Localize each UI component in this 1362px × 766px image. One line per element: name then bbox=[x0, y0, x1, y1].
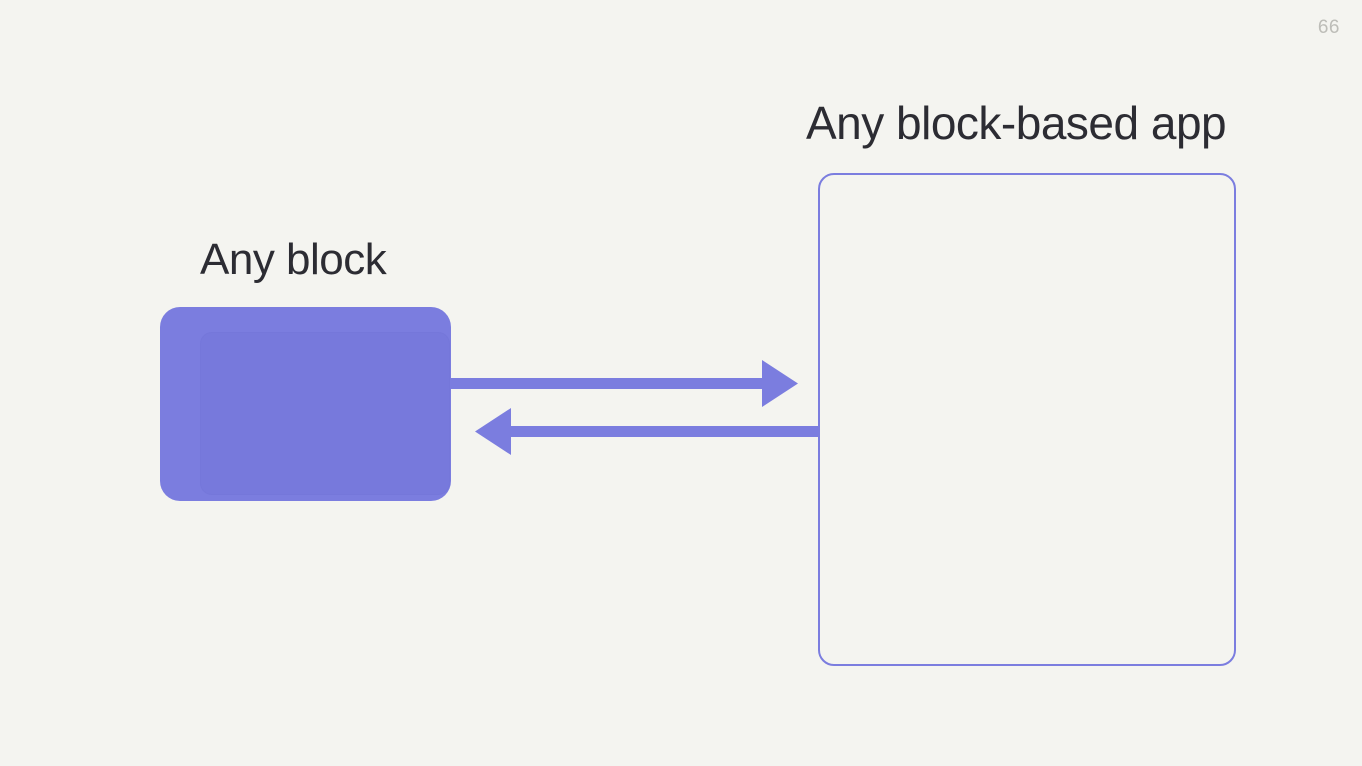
app-frame bbox=[818, 173, 1236, 666]
block-shape-inner-outline bbox=[200, 332, 450, 495]
app-heading: Any block-based app bbox=[806, 97, 1227, 149]
arrow-app-to-block bbox=[475, 403, 820, 459]
block-shape bbox=[160, 307, 451, 501]
arrow-block-to-app bbox=[451, 355, 801, 411]
block-heading: Any block bbox=[200, 235, 387, 284]
page-number: 66 bbox=[1317, 17, 1340, 38]
